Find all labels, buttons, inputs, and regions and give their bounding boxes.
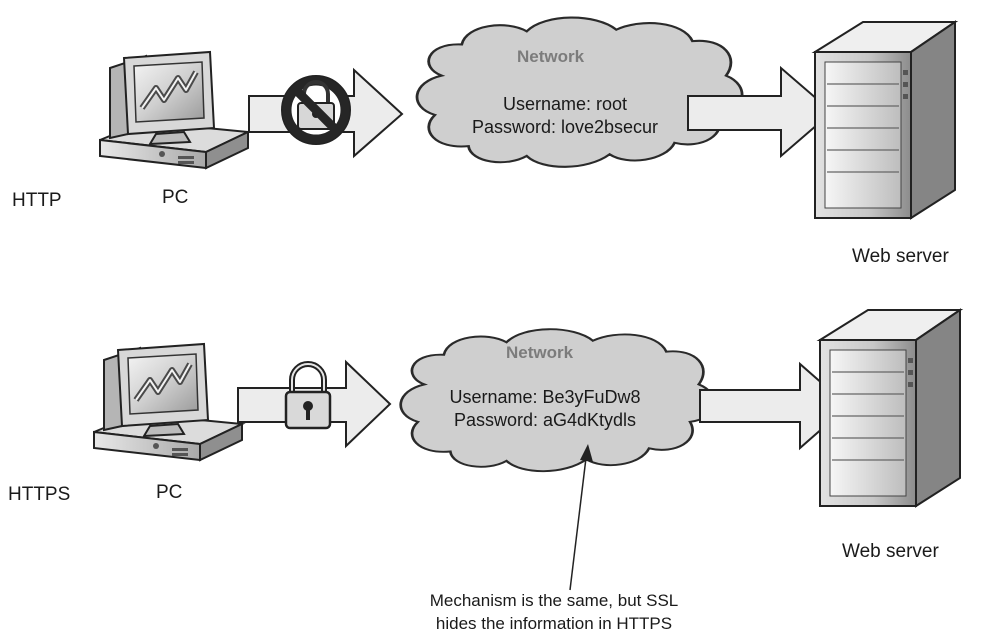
annotation-text: Mechanism is the same, but SSL hides the… bbox=[384, 589, 724, 635]
https-username-text: Username: Be3yFuDw8 bbox=[449, 387, 641, 407]
https-server-icon bbox=[819, 309, 961, 507]
http-pc-icon bbox=[100, 52, 248, 168]
padlock-icon bbox=[284, 361, 332, 430]
http-protocol-label: HTTP bbox=[12, 190, 62, 211]
annotation-arrowhead bbox=[580, 444, 593, 462]
annotation-line-1: Mechanism is the same, but SSL bbox=[429, 591, 679, 610]
http-server-label: Web server bbox=[852, 246, 949, 267]
http-username-text: Username: root bbox=[502, 94, 628, 114]
https-row bbox=[94, 309, 961, 591]
https-network-title: Network bbox=[506, 343, 574, 362]
http-password-text: Password: love2bsecur bbox=[471, 117, 659, 137]
https-password-text: Password: aG4dKtydls bbox=[453, 410, 637, 430]
http-network-title: Network bbox=[517, 47, 585, 66]
no-lock-icon bbox=[281, 75, 351, 145]
annotation-line-2: hides the information in HTTPS bbox=[435, 614, 673, 633]
annotation-pointer-line bbox=[569, 457, 587, 591]
http-pc-label: PC bbox=[162, 187, 189, 208]
https-server-label: Web server bbox=[842, 541, 939, 562]
http-server-icon bbox=[814, 21, 956, 219]
http-network-cloud bbox=[415, 16, 744, 169]
http-network-to-server-arrow bbox=[687, 65, 834, 159]
https-pc-icon bbox=[94, 344, 242, 460]
https-pc-label: PC bbox=[156, 482, 183, 503]
http-row bbox=[100, 16, 956, 219]
https-protocol-label: HTTPS bbox=[8, 484, 71, 505]
